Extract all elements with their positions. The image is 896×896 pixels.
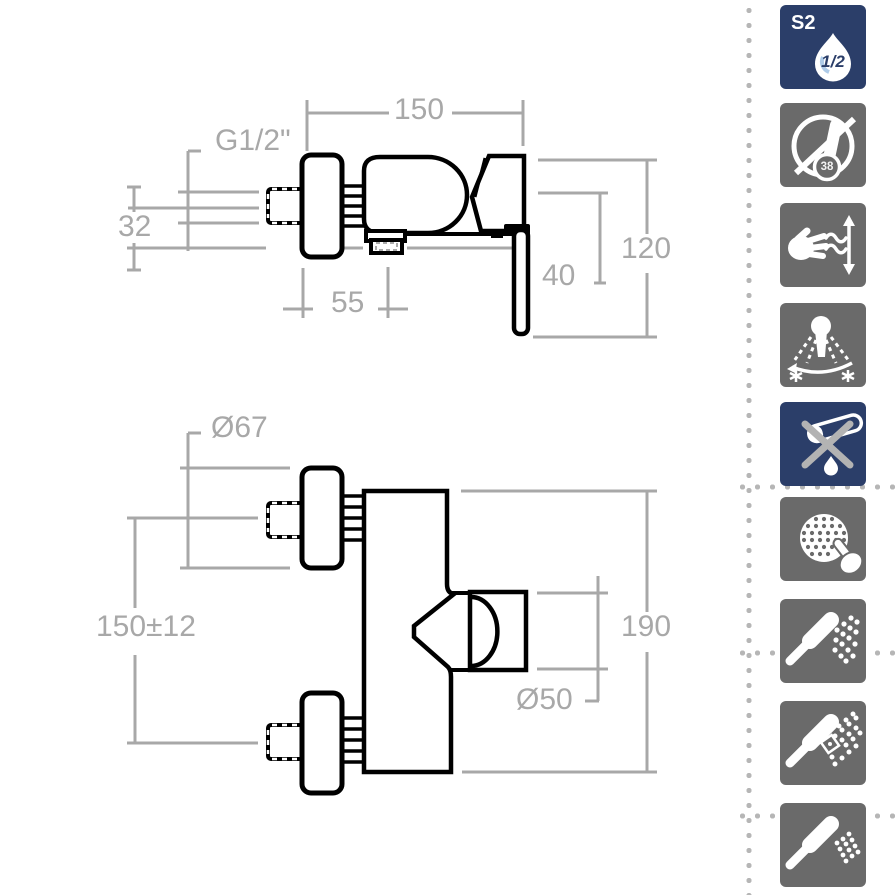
tile-spray-angle — [780, 303, 866, 387]
tile-handshower-massage-spray — [780, 701, 866, 785]
hand-flow-arrows-icon — [788, 215, 855, 275]
dim-outlet-diameter-label: Ø50 — [514, 683, 575, 716]
dim-inlet-spacing-label: 150±12 — [94, 610, 198, 643]
spray-plate-finger-icon — [800, 514, 864, 575]
tile-handshower-wide-spray — [780, 599, 866, 683]
dim-height-label: 120 — [619, 232, 674, 265]
water-drop-icon — [815, 33, 851, 82]
thermometer-temp-label: 38 — [820, 161, 834, 173]
flow-class-fraction: 1/2 — [821, 52, 845, 71]
dim-flange-diameter-label: Ø67 — [209, 411, 270, 444]
dim-width-label: 150 — [392, 93, 447, 126]
dim-inlet-offset-label: 32 — [116, 210, 154, 243]
tile-flow-class: S2 1/2 — [780, 5, 866, 89]
horizontal-dotted-divider-1 — [735, 484, 896, 490]
tile-push-spray-plate — [780, 497, 866, 581]
dim-handle-drop-label: 40 — [540, 259, 578, 292]
dim-body-height-label: 190 — [619, 610, 674, 643]
dimension-lines — [127, 100, 657, 774]
thermometer-crossed-icon — [791, 114, 857, 182]
handshower-jet-icon — [785, 816, 861, 870]
vertical-dotted-divider — [746, 3, 752, 895]
tile-no-aggressive-cleaning — [780, 402, 866, 486]
handshower-massage-icon — [785, 711, 863, 768]
tile-flow-adjustment — [780, 203, 866, 287]
mixer-front-view-outline — [266, 465, 529, 796]
tile-no-thermostat: 38 — [780, 103, 866, 187]
dim-thread-label: G1/2" — [213, 124, 293, 157]
mixer-top-view-outline — [266, 152, 531, 337]
handshower-spray-icon — [785, 612, 860, 666]
dim-outlet-offset-label: 55 — [329, 286, 367, 319]
tile-handshower-jet-spray — [780, 803, 866, 887]
shower-arc-hot-cold-icon — [787, 316, 855, 382]
flow-class-badge: S2 — [791, 12, 816, 34]
no-cleaning-agent-icon — [801, 413, 864, 476]
